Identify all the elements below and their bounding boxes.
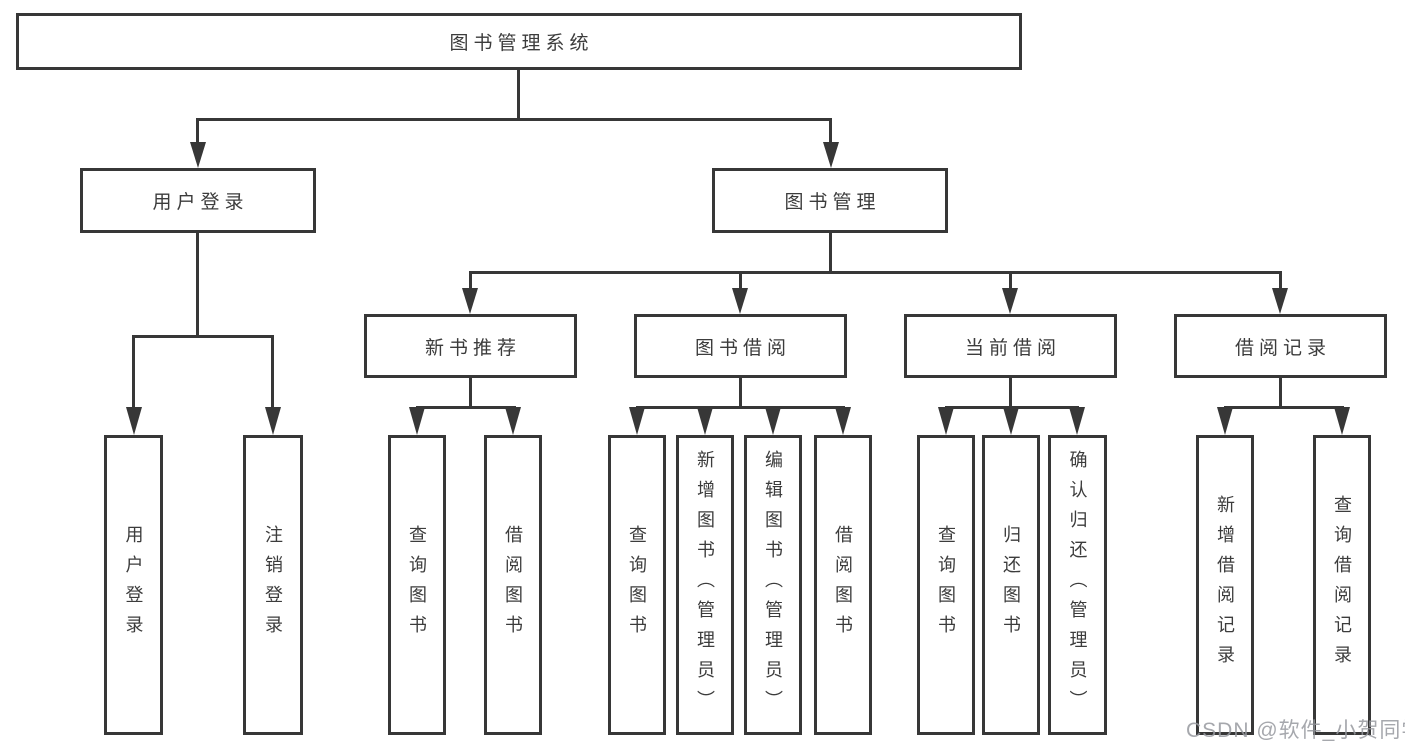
arrow-down-icon [190,142,206,168]
connector-line [469,378,472,406]
arrow-down-icon [265,407,281,435]
connector-line [196,118,832,121]
leaf-logout: 注销登录 [243,435,303,735]
leaf-borrow-books-recommend: 借阅图书 [484,435,542,735]
leaf-confirm-return-admin: 确认归还（管理员） [1048,435,1107,735]
connector-line [132,338,135,410]
connector-line [469,274,472,290]
arrow-down-icon [462,288,478,314]
node-book-borrowing: 图书借阅 [634,314,847,378]
leaf-query-borrow-record: 查询借阅记录 [1313,435,1371,735]
connector-line [416,406,516,409]
arrow-down-icon [835,407,851,435]
arrow-down-icon [938,407,954,435]
connector-line [1224,406,1344,409]
connector-line [196,233,199,335]
arrow-down-icon [1334,407,1350,435]
connector-line [636,406,845,409]
arrow-down-icon [1069,407,1085,435]
leaf-add-book-admin: 新增图书（管理员） [676,435,734,735]
node-new-book-recommend: 新书推荐 [364,314,577,378]
connector-line [829,121,832,144]
arrow-down-icon [409,407,425,435]
node-borrow-records: 借阅记录 [1174,314,1387,378]
node-current-borrowing: 当前借阅 [904,314,1117,378]
arrow-down-icon [765,407,781,435]
connector-line [1279,274,1282,290]
arrow-down-icon [697,407,713,435]
leaf-query-books-current: 查询图书 [917,435,975,735]
arrow-down-icon [505,407,521,435]
node-user-login: 用户登录 [80,168,316,233]
leaf-user-login: 用户登录 [104,435,163,735]
leaf-edit-book-admin: 编辑图书（管理员） [744,435,802,735]
connector-line [271,338,274,410]
connector-line [739,274,742,290]
connector-line [517,70,520,118]
connector-line [1279,378,1282,406]
arrow-down-icon [1003,407,1019,435]
leaf-borrow-books-borrowing: 借阅图书 [814,435,872,735]
connector-line [196,121,199,144]
connector-line [1009,274,1012,290]
connector-line [1009,378,1012,406]
connector-line [132,335,274,338]
arrow-down-icon [126,407,142,435]
node-system-root: 图书管理系统 [16,13,1022,70]
connector-line [469,271,1282,274]
arrow-down-icon [1002,288,1018,314]
leaf-return-books: 归还图书 [982,435,1040,735]
arrow-down-icon [1272,288,1288,314]
connector-line [829,233,832,271]
arrow-down-icon [732,288,748,314]
watermark: CSDN @软件_小贺同学 [1186,719,1405,742]
leaf-query-books-borrowing: 查询图书 [608,435,666,735]
leaf-add-borrow-record: 新增借阅记录 [1196,435,1254,735]
leaf-query-books-recommend: 查询图书 [388,435,446,735]
arrow-down-icon [629,407,645,435]
node-book-management: 图书管理 [712,168,948,233]
arrow-down-icon [1217,407,1233,435]
connector-line [739,378,742,406]
arrow-down-icon [823,142,839,168]
